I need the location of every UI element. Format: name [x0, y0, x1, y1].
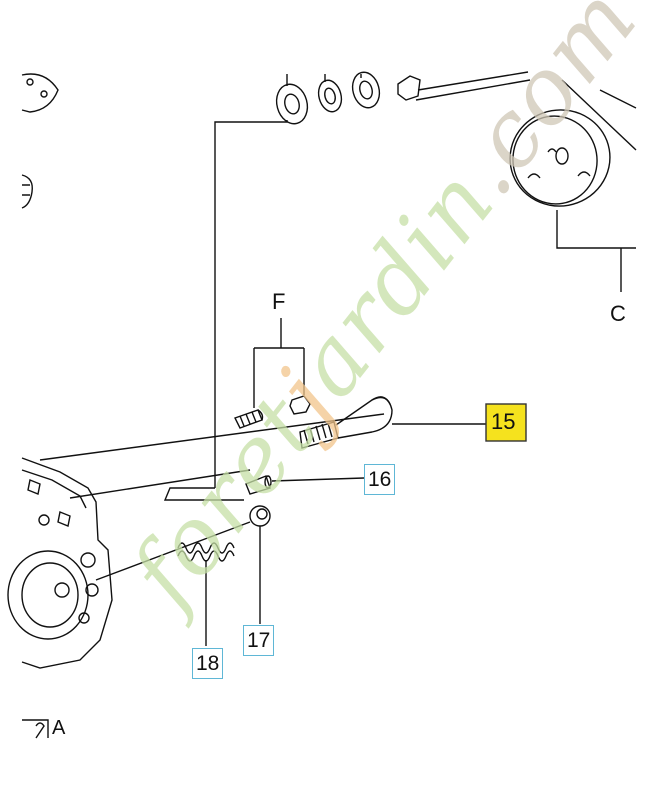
- guide-line-2: [69, 469, 251, 499]
- washer-row-top: [275, 71, 531, 125]
- disc-part-c: [509, 79, 637, 292]
- highlight-box-15: [485, 403, 527, 442]
- part-number-16[interactable]: 16: [364, 464, 396, 495]
- part-number-17[interactable]: 17: [243, 625, 275, 656]
- label-c: C: [610, 301, 626, 326]
- needle-screw-15: [299, 396, 488, 449]
- bottom-partial-label: A: [52, 717, 66, 739]
- pin-16: [245, 475, 365, 495]
- part-number-18[interactable]: 18: [192, 648, 224, 679]
- top-left-part-fragment: [21, 73, 59, 209]
- guide-line-1: [39, 413, 385, 461]
- guide-line-3: [95, 521, 251, 581]
- bracket-f: [253, 318, 305, 408]
- partial-ref-box: [22, 719, 49, 739]
- ball-17: [249, 505, 271, 624]
- part-number-15[interactable]: 15: [491, 409, 516, 434]
- small-screw: [234, 409, 264, 429]
- small-nut: [289, 395, 311, 415]
- carburetor-body: [7, 457, 113, 669]
- leader-line-top: [214, 120, 288, 488]
- label-f: F: [272, 289, 286, 314]
- spring-18: [177, 542, 235, 646]
